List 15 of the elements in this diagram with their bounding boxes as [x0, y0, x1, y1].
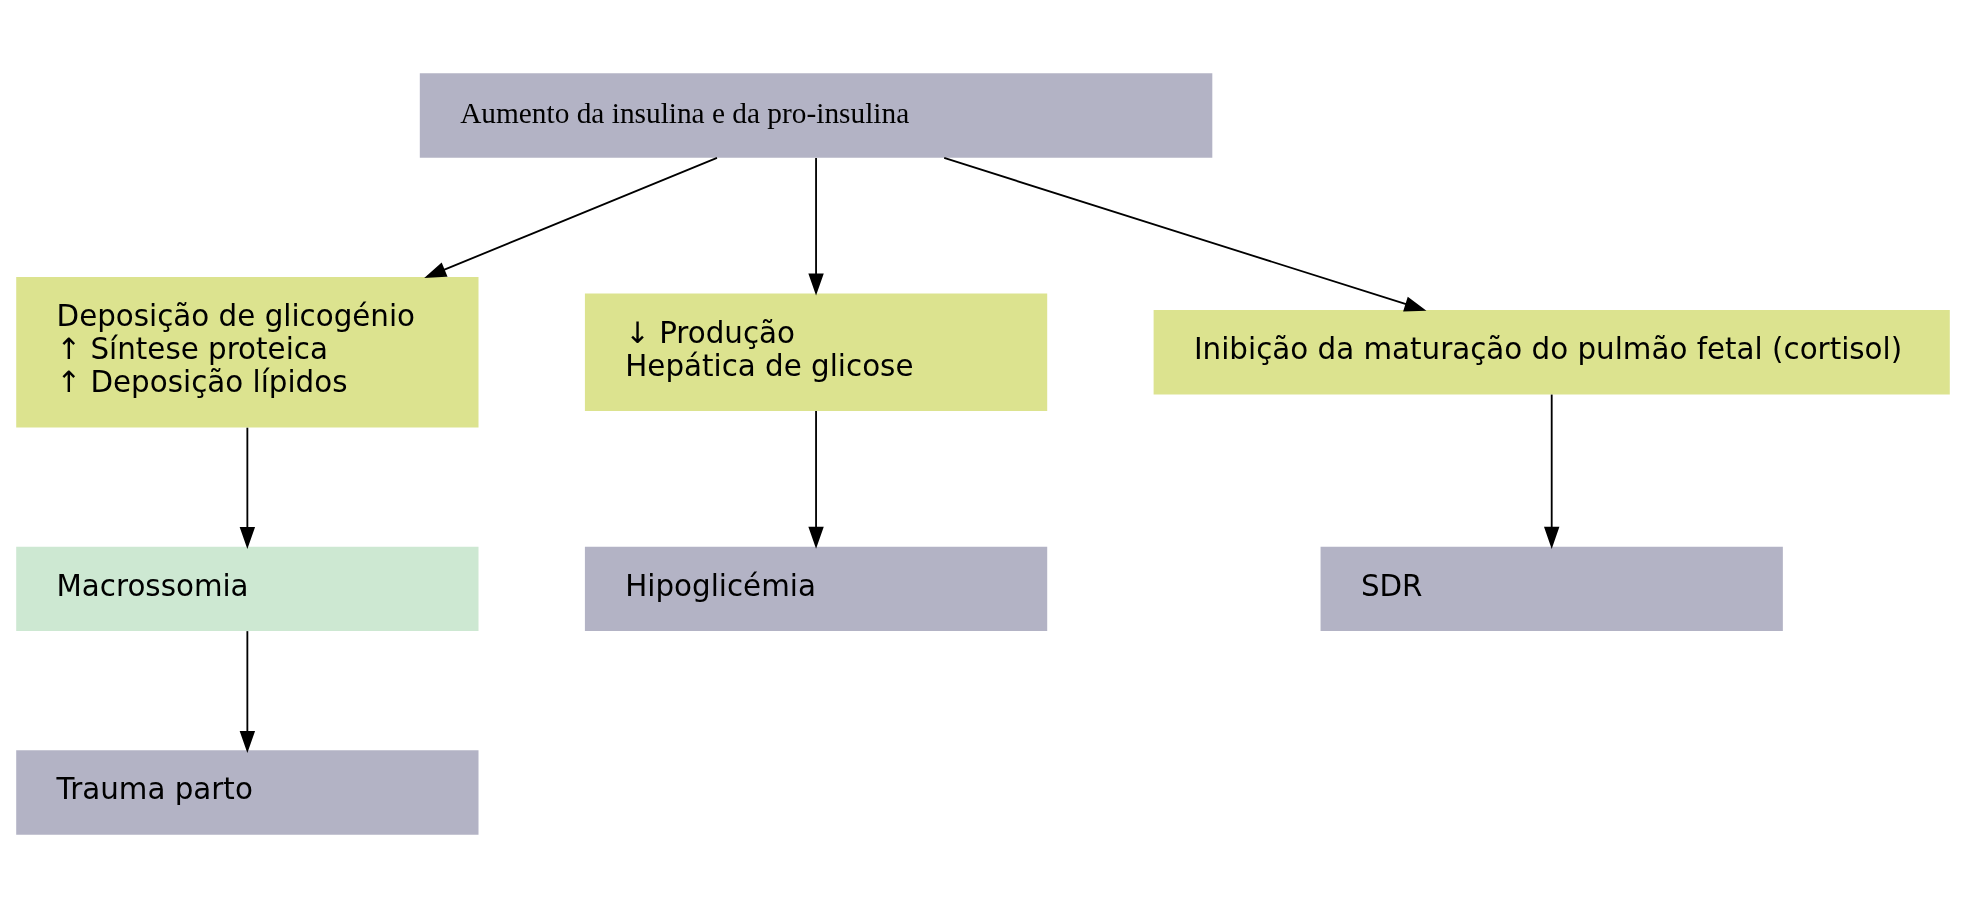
- arrow: [424, 156, 718, 278]
- node-box: Inibição da maturação do pulmão fetal (cortisol): [1153, 309, 1950, 394]
- node-box: Trauma parto: [16, 749, 479, 835]
- node-box: SDR: [1320, 546, 1783, 631]
- node-box: Macrossomia: [16, 546, 479, 631]
- arrow: [239, 426, 256, 549]
- arrow: [239, 629, 256, 753]
- node-box: ↓ Produção Hepática de glicose: [584, 293, 1048, 411]
- node-box: Aumento da insulina e da pro-insulina: [419, 72, 1213, 158]
- arrow: [1544, 393, 1560, 549]
- node-box: Deposição de glicogénio ↑ Síntese proteica ↑ Deposição lípidos: [16, 276, 479, 427]
- arrow: [808, 409, 824, 549]
- node-box: Hipoglicémia: [584, 546, 1048, 631]
- arrow: [943, 156, 1427, 311]
- arrow: [808, 156, 824, 296]
